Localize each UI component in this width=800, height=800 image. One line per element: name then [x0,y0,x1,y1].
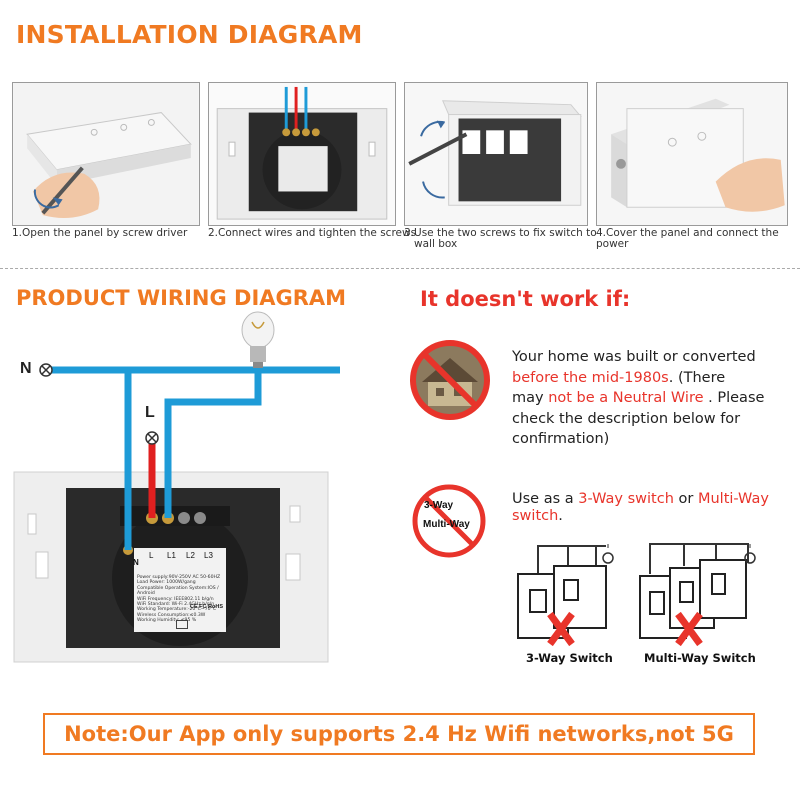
no-old-house-icon [410,340,490,420]
step-3-image [404,82,588,226]
red-x-icon [675,611,703,647]
neutral-wire-warning: Your home was built or converted before … [512,349,765,447]
no-multiway-badge [412,484,486,558]
three-way-switch-illustration [517,544,614,647]
step-3-caption: 3.Use the two screws to fix switch to wa… [404,227,597,250]
light-bulb-icon [241,311,275,368]
wiring-diagram [13,311,340,663]
live-terminal-icon [145,431,159,445]
panel-removal-illustration [13,83,199,225]
section-divider [0,268,800,269]
step-2-caption: 2.Connect wires and tighten the screws [208,227,417,239]
wifi-icon [176,620,188,629]
step-4-image [596,82,788,226]
not-work-title: It doesn't work if: [420,287,631,311]
multiway-warning: Use as a 3-Way switch or Multi-Way switc… [512,491,769,524]
load-wire [164,370,262,518]
wire-connection-illustration [209,83,395,225]
neutral-terminal-icon [39,363,53,377]
installation-title: INSTALLATION DIAGRAM [16,20,363,49]
wall-box-mounting-illustration [405,83,587,225]
step-2-image [208,82,396,226]
terminal-label-l3: L3 [204,551,213,560]
terminal-label-n: N [133,558,139,567]
neutral-label: N [20,360,32,377]
spec-text: Power supply:90V-250V AC 50-60HZ Load Po… [137,575,221,624]
step-1-image [12,82,200,226]
badge-text-multiway: Multi-Way [423,519,470,530]
bulb-icon [744,544,756,564]
cover-panel-illustration [597,83,787,225]
cert-mark: CE FC RoHS [190,604,223,610]
note-text: Note:Our App only supports 2.4 Hz Wifi n… [64,722,734,746]
note-box: Note:Our App only supports 2.4 Hz Wifi n… [43,713,755,755]
step-1-caption: 1.Open the panel by screw driver [12,227,188,239]
three-way-switch-label: 3-Way Switch [526,651,613,665]
spec-label [134,548,226,632]
bulb-icon [602,544,614,564]
live-label: L [145,404,155,421]
multi-way-switch-label: Multi-Way Switch [644,651,756,665]
terminal-label-l1: L1 [167,551,176,560]
badge-text-3way: 3-Way [424,500,454,511]
terminal-label-l: L [149,551,154,560]
wiring-title: PRODUCT WIRING DIAGRAM [16,286,347,310]
terminal-label-l2: L2 [186,551,195,560]
red-x-icon [547,611,575,647]
step-4-caption: 4.Cover the panel and connect the power [596,227,779,250]
multi-way-switch-illustration [639,543,756,647]
